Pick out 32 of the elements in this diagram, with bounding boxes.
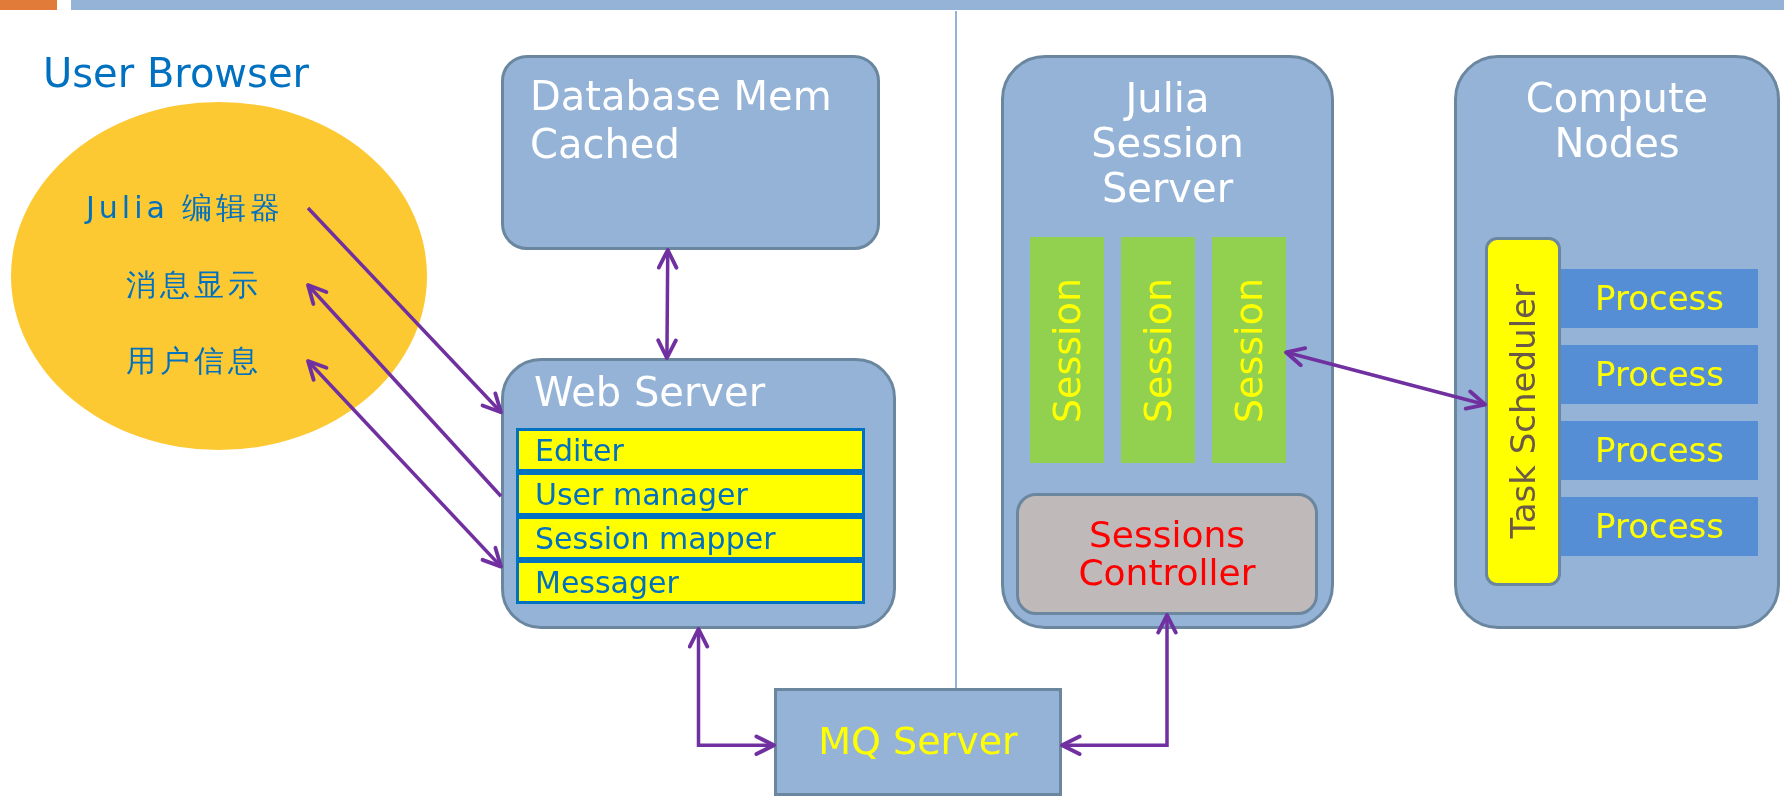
- connector-arrow: [1060, 613, 1178, 756]
- session-bar: Session: [1121, 237, 1195, 463]
- process-bar: Process: [1561, 269, 1758, 328]
- feature-text: Julia 编辑器: [86, 185, 308, 231]
- queue-server-box: MQ Server: [774, 688, 1062, 796]
- module-row: Session mapper: [516, 516, 865, 560]
- connector-arrow: [687, 627, 776, 756]
- process-bar: Process: [1561, 345, 1758, 404]
- scheduler-bar: Task Scheduler: [1485, 237, 1561, 586]
- controller-box: Sessions Controller: [1016, 493, 1318, 615]
- process-bar: Process: [1561, 421, 1758, 480]
- panel-title: Web Server: [534, 369, 766, 415]
- panel-title: Compute Nodes: [1524, 76, 1710, 166]
- panel-title: Julia Session Server: [1090, 76, 1245, 211]
- group-heading: User Browser: [43, 50, 309, 96]
- feature-text: 消息显示: [126, 262, 308, 308]
- server-panel: [1454, 55, 1780, 629]
- module-row: User manager: [516, 472, 865, 516]
- session-bar: Session: [1030, 237, 1104, 463]
- server-panel: [1001, 55, 1334, 629]
- session-bar: Session: [1212, 237, 1286, 463]
- module-row: Editer: [516, 428, 865, 472]
- connector-arrow: [1284, 346, 1487, 411]
- connector-arrow: [306, 283, 503, 498]
- connector-arrow: [306, 206, 503, 415]
- connector-arrow: [656, 248, 679, 360]
- process-bar: Process: [1561, 497, 1758, 556]
- connector-arrow: [306, 359, 503, 569]
- feature-text: 用户信息: [126, 338, 308, 384]
- server-panel: [501, 358, 896, 629]
- module-row: Messager: [516, 560, 865, 604]
- database-box: Database Mem Cached: [501, 55, 880, 250]
